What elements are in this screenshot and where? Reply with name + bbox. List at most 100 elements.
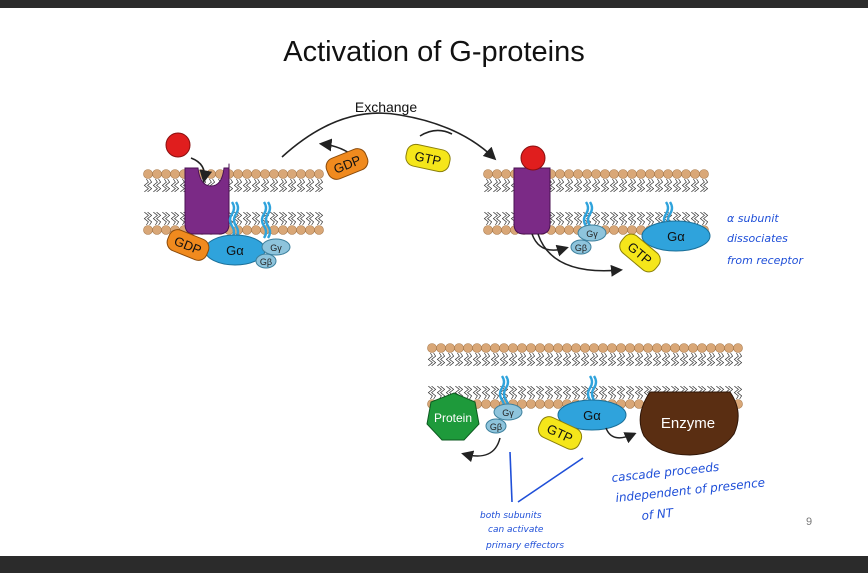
lipid-tail [703, 211, 709, 226]
lipid-tail [625, 352, 631, 367]
lipid-head [492, 169, 502, 179]
lipid-tail [602, 385, 608, 400]
lipid-tail [636, 178, 642, 193]
lipid-tail [287, 211, 293, 226]
subunits-note-line-3: primary effectors [485, 541, 564, 551]
lipid-tail [737, 352, 743, 367]
lipid-head [663, 169, 673, 179]
g-alpha-bottom [557, 399, 627, 431]
lipid-head [580, 343, 590, 353]
lipid-head [278, 225, 288, 235]
lipid-tail [251, 178, 257, 193]
lipid-head [233, 169, 243, 179]
lipid-head [170, 169, 180, 179]
lipid-tail [595, 178, 601, 193]
lipid-tail [593, 352, 599, 367]
lipid-tail [573, 178, 579, 193]
lipid-tail [613, 178, 619, 193]
lipid-tail [237, 211, 243, 226]
lipid-tail [305, 211, 311, 226]
lipid-tail [634, 352, 640, 367]
lipid-tail [485, 385, 491, 400]
lipid-tail [604, 178, 610, 193]
lipid-head [296, 169, 306, 179]
gtp-incoming-label: GTP [413, 148, 442, 168]
lipid-tail [472, 352, 478, 367]
g-gamma-left [261, 238, 291, 256]
lipid-tail [517, 352, 523, 367]
lipid-head [625, 399, 635, 409]
lipid-tail [618, 211, 624, 226]
lipid-tail [654, 178, 660, 193]
lipid-head [679, 343, 689, 353]
lipid-tail [672, 178, 678, 193]
lipid-tail [296, 211, 302, 226]
lipid-tail [492, 178, 498, 193]
lipid-tail [674, 352, 680, 367]
lipid-tail [179, 178, 185, 193]
lipid-tail [255, 211, 261, 226]
lipid-tail [152, 178, 158, 193]
cascade-note-line-3: of NT [641, 506, 676, 523]
lipid-head [562, 343, 572, 353]
lipid-tail [645, 178, 651, 193]
effector-arrow-enzyme [605, 427, 637, 444]
lipid-tail [535, 385, 541, 400]
lipid-tail [431, 385, 437, 400]
lipid-tail [670, 352, 676, 367]
lipid-tail [521, 385, 527, 400]
lipid-tail [526, 385, 532, 400]
lipid-tail [679, 352, 685, 367]
lipid-tail [694, 211, 700, 226]
lipid-tail [703, 178, 709, 193]
lipid-head [600, 169, 610, 179]
receptor-right [513, 167, 551, 235]
lipid-tail [147, 178, 153, 193]
ligand-right [520, 145, 546, 171]
lipid-tail [559, 178, 565, 193]
gtp-entry-arrow [419, 129, 453, 137]
g-alpha-bottom-label: Gα [583, 408, 601, 423]
lipid-tail [645, 211, 651, 226]
lipid-head [278, 169, 288, 179]
lipid-tail [242, 178, 248, 193]
g-beta-bottom [485, 418, 507, 434]
lipid-tail [602, 352, 608, 367]
gtp-incoming [405, 143, 451, 173]
lipid-tail [318, 211, 324, 226]
lipid-head [618, 169, 628, 179]
lipid-head [544, 343, 554, 353]
lipid-tail [246, 211, 252, 226]
lipid-tail [611, 352, 617, 367]
lipid-head [269, 169, 279, 179]
gdp-bound-left [166, 229, 210, 261]
receptor-left [184, 163, 230, 235]
lipid-tail [427, 385, 433, 400]
lipid-tail [174, 211, 180, 226]
lipid-head [636, 169, 646, 179]
lipid-tail [568, 178, 574, 193]
lipid-tail [512, 385, 518, 400]
lipid-head [553, 399, 563, 409]
lipid-tail [640, 211, 646, 226]
lipid-tail [616, 352, 622, 367]
lipid-tail [492, 211, 498, 226]
g-beta-bottom-label: Gβ [490, 422, 502, 432]
dissociation-arrow-beta-gamma [531, 233, 569, 257]
lipid-tail [580, 352, 586, 367]
lipid-head [152, 169, 162, 179]
lipid-tail [571, 352, 577, 367]
lipid-tail [622, 211, 628, 226]
lipid-tail [564, 178, 570, 193]
lipid-head [499, 343, 509, 353]
lipid-tail [559, 211, 565, 226]
anchor-left-c [260, 201, 268, 239]
lipid-tail [179, 211, 185, 226]
lipid-tail [607, 352, 613, 367]
lipid-tail [737, 385, 743, 400]
lipid-head [661, 343, 671, 353]
lipid-tail [681, 178, 687, 193]
lipid-tail [620, 385, 626, 400]
lipid-tail [591, 211, 597, 226]
exchange-group: Exchange GDP GTP [281, 99, 497, 180]
